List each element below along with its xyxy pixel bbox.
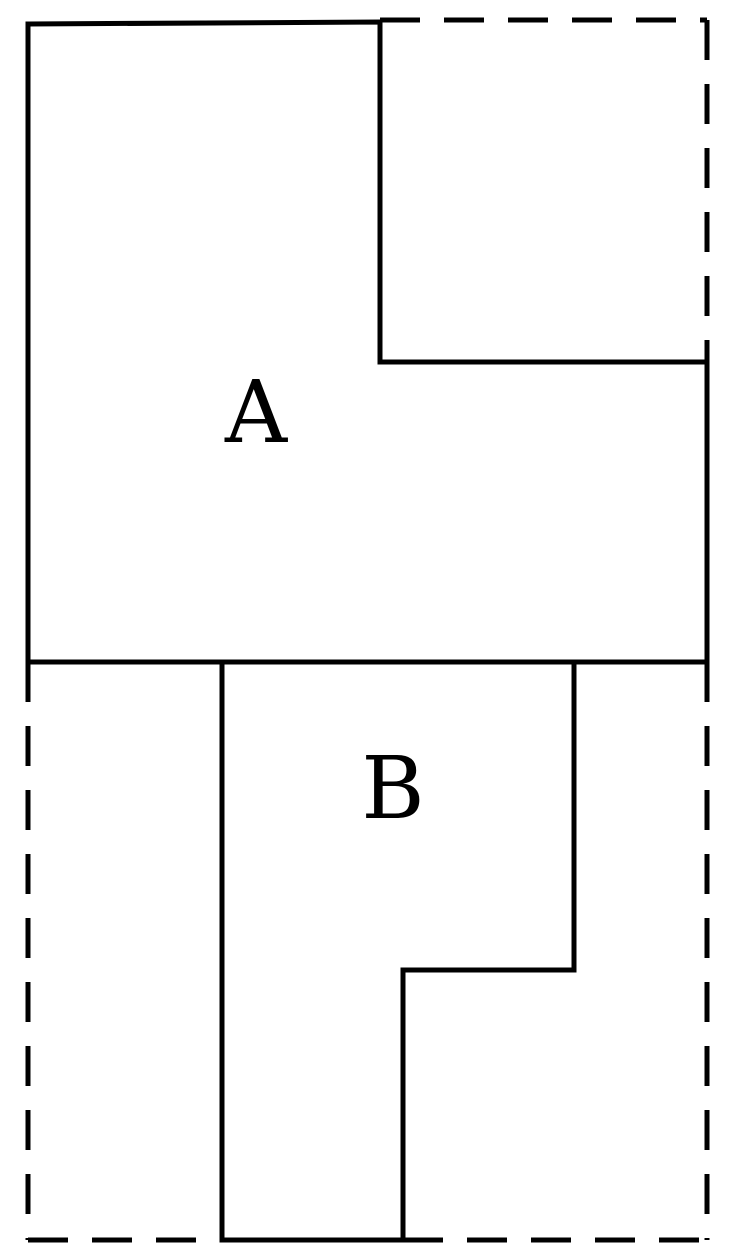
region-a-outline <box>25 19 710 665</box>
region-b-label: B <box>361 739 424 839</box>
region-a-label: A <box>224 363 288 463</box>
region-b-outline <box>219 659 577 1243</box>
